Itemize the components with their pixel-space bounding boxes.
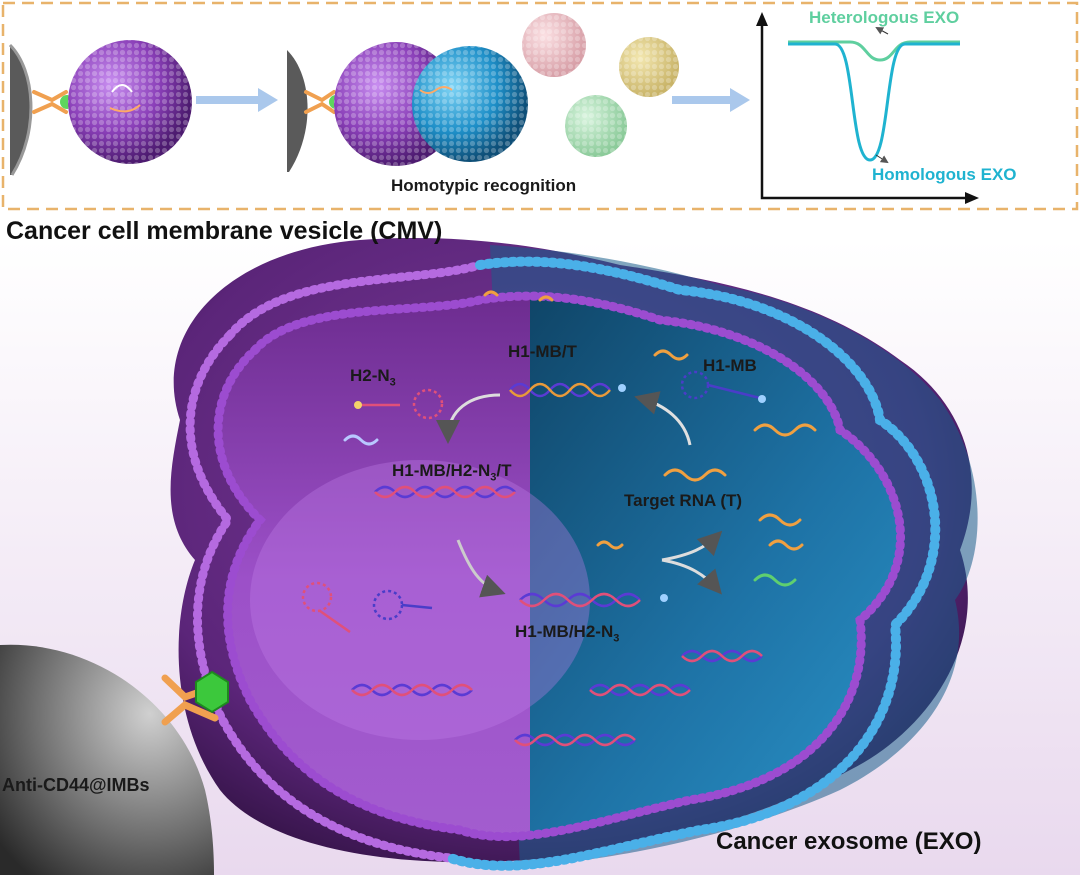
- h1-mb-t-label: H1-MB/T: [508, 342, 577, 361]
- target-rna-strands: [343, 290, 817, 587]
- plot-axes: [760, 18, 975, 200]
- release-arrow-down: [661, 558, 722, 595]
- membrane-inner: [213, 291, 905, 842]
- recognition-label: Homotypic recognition: [391, 176, 577, 195]
- section-title: Cancer cell membrane vesicle (CMV): [6, 217, 443, 245]
- homologous-label: Homologous EXO: [872, 165, 1017, 184]
- h1-mb-label: H1-MB: [703, 356, 757, 375]
- immunomagnetic-bead: [0, 644, 214, 875]
- antibody-icon: [32, 90, 68, 114]
- cancer-exosome-label: Cancer exosome (EXO): [716, 828, 982, 855]
- cycle-arrow-2: [456, 539, 506, 598]
- cycle-arrow-1: [436, 393, 501, 444]
- h1-mb-h2-n3-label: H1-MB/H2-N3: [515, 622, 620, 645]
- magnetic-bead-edge-2: [287, 50, 308, 172]
- h1-mb-h2-n3-t-label: H1-MB/H2-N3/T: [392, 461, 512, 484]
- heterologous-label: Heterologous EXO: [809, 8, 960, 27]
- cd44-receptor-icon: [195, 670, 229, 714]
- cycle-arrow-3: [634, 391, 692, 446]
- dna-duplexes: [301, 370, 766, 747]
- homologous-curve: [788, 42, 960, 162]
- h2-n3-label: H2-N3: [350, 366, 396, 389]
- anti-cd44-label: Anti-CD44@IMBs: [2, 775, 150, 795]
- release-arrow-up: [661, 530, 723, 562]
- target-rna-label: Target RNA (T): [624, 491, 743, 510]
